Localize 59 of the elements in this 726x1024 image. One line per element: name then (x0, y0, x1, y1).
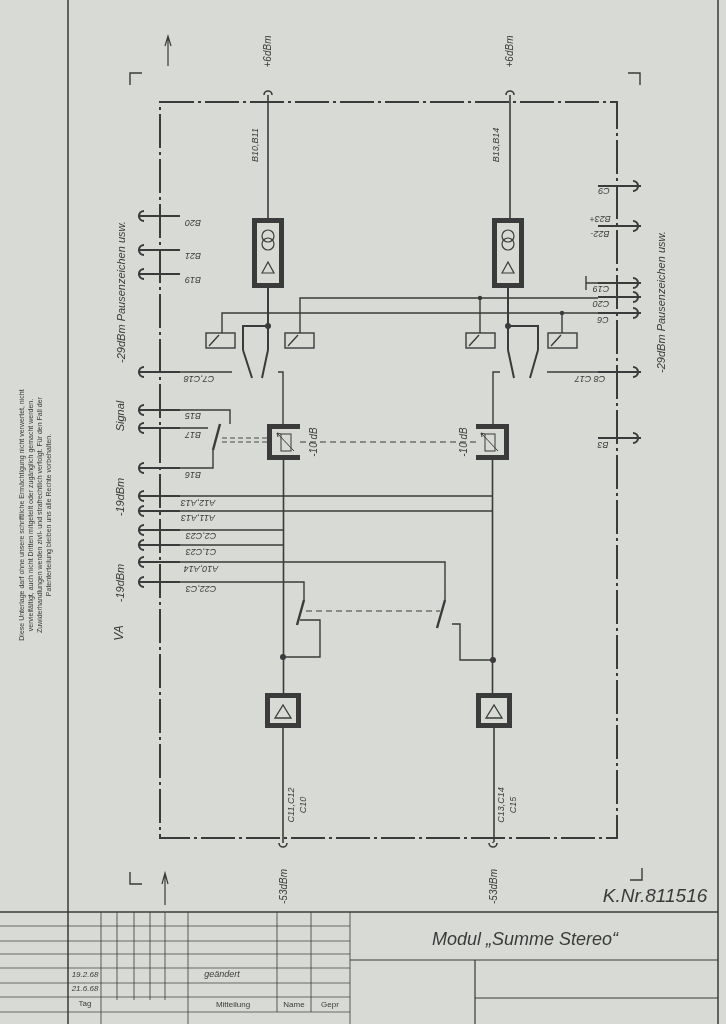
amplifier-box (492, 218, 524, 288)
pin-label: A11,A13 (181, 512, 215, 522)
pin-label: C1,C23 (185, 546, 217, 556)
attenuation-label: -10 dB (457, 427, 469, 457)
edge-label: C11,C12 C10 (286, 786, 309, 825)
wire (267, 95, 269, 219)
pin-label: C2,C23 (185, 530, 217, 540)
wire (282, 459, 285, 694)
level-label: -19dBm (113, 563, 127, 603)
amplifier-box (476, 693, 512, 728)
date-text: 19.2.68 (71, 970, 99, 980)
wire (491, 459, 494, 694)
attenuation-label: -10 dB (307, 427, 319, 457)
pin-label: C19 (592, 283, 610, 293)
pin-label: C9 (598, 185, 610, 195)
column-heading: Mitteilung (215, 1000, 251, 1010)
column-heading: Tag (78, 999, 92, 1009)
wire (282, 727, 284, 843)
revision-text: geändert (204, 970, 240, 980)
pin-label: B17 (185, 429, 201, 439)
level-label: -53dBm (277, 869, 289, 904)
level-label: -53dBm (487, 869, 499, 904)
attenuator-box (476, 424, 509, 460)
pin-label: B23+ (589, 213, 611, 223)
level-label: +6dBm (504, 35, 516, 68)
level-label: -19dBm (113, 477, 127, 517)
pin-label: C8 C17 (574, 373, 606, 383)
wire (509, 95, 511, 219)
mechanical-link-line (299, 441, 477, 443)
edge-label: B10,B11 (251, 128, 261, 162)
pin-label: B15 (185, 410, 201, 420)
edge-label: B13,B14 (492, 127, 502, 163)
drawing-number: K.Nr.811516 (602, 885, 708, 907)
column-heading: Gepr (321, 1000, 339, 1010)
pin-label: B20 (185, 217, 201, 227)
amplifier-box (252, 218, 284, 288)
pin-label: C7,C18 (183, 373, 215, 383)
edge-label: C13,C14 C15 (496, 786, 519, 825)
drawing-title: Modul „Summe Stereo“ (431, 930, 619, 950)
group-label: Signal (113, 400, 127, 432)
pin-label: C22,C3 (185, 583, 217, 593)
date-text: 21.6.68 (71, 984, 99, 994)
pin-label: B21 (185, 250, 201, 260)
column-heading: Name (283, 1000, 305, 1010)
pin-label: C20 (592, 298, 610, 308)
pin-label: B22- (590, 228, 610, 238)
pin-label: B19 (185, 274, 201, 284)
pin-label: A12,A13 (180, 497, 216, 507)
attenuator-box (267, 424, 300, 460)
amplifier-box (265, 693, 301, 728)
pin-label: A10,A14 (183, 563, 219, 573)
pin-label: B3 (597, 439, 609, 449)
level-label: -29dBm Pausenzeichen usw. (114, 221, 128, 363)
level-label: -29dBm Pausenzeichen usw. (654, 231, 668, 373)
wire (493, 727, 495, 843)
pin-label: B16 (185, 469, 201, 479)
pin-label: C6 (597, 314, 609, 324)
group-label: VA (113, 625, 127, 641)
level-label: +6dBm (262, 35, 274, 68)
